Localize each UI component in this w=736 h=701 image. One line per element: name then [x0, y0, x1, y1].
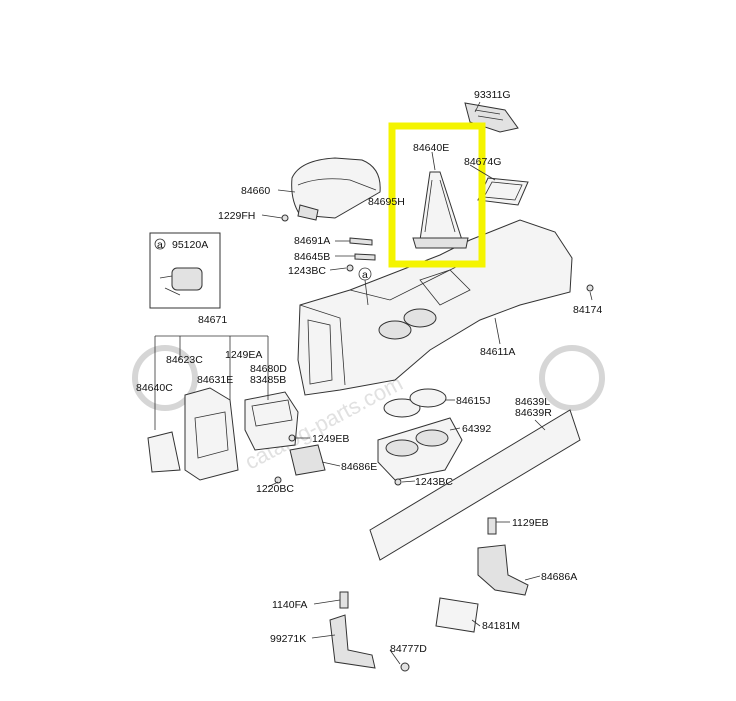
label-1249ea: 1249EA	[225, 349, 262, 361]
callout-95120a: a 95120A	[149, 232, 221, 309]
label-1140fa: 1140FA	[272, 599, 307, 611]
callout-a-symbol: a	[157, 239, 163, 251]
part-84615j-pads[interactable]	[383, 388, 447, 418]
part-84639-strip[interactable]	[369, 409, 581, 561]
part-84686a-bracket[interactable]	[477, 517, 529, 596]
highlight-box	[388, 122, 486, 268]
part-99271k-bracket[interactable]	[329, 591, 376, 669]
label-84174: 84174	[573, 304, 602, 316]
label-1249eb: 1249EB	[312, 433, 349, 445]
label-84640e: 84640E	[413, 142, 449, 154]
bolt-1243bc-top	[346, 264, 354, 272]
label-84680d: 84680D	[250, 363, 287, 375]
label-83485b: 83485B	[250, 374, 286, 386]
bolt-1229fh	[281, 214, 289, 222]
part-64392-cupholder[interactable]	[377, 417, 463, 481]
label-84777d: 84777D	[390, 643, 427, 655]
label-84660: 84660	[241, 185, 270, 197]
label-1243bc-top: 1243BC	[288, 265, 326, 277]
label-84645b: 84645B	[294, 251, 330, 263]
svg-text:a: a	[362, 269, 368, 281]
label-93311g: 93311G	[474, 89, 511, 101]
label-1243bc-bottom: 1243BC	[415, 476, 453, 488]
label-84674g: 84674G	[464, 156, 501, 168]
bolt-84777d	[400, 662, 410, 672]
label-99271k: 99271K	[270, 633, 306, 645]
label-84639l: 84639L	[515, 396, 550, 408]
label-64392: 64392	[462, 423, 491, 435]
part-84631e-panel[interactable]	[184, 387, 239, 481]
part-84640c-cover[interactable]	[147, 431, 181, 473]
bolt-1243bc-bottom	[394, 478, 402, 486]
label-1129eb: 1129EB	[512, 517, 549, 529]
part-labels: 93311G 84640E 84674G 84660 84695H 1229FH…	[136, 89, 602, 655]
label-84615j: 84615J	[456, 395, 490, 407]
label-84631e: 84631E	[197, 374, 233, 386]
part-84181m-pad[interactable]	[435, 597, 479, 633]
label-84686a: 84686A	[541, 571, 577, 583]
label-84691a: 84691A	[294, 235, 330, 247]
part-84640e-boot[interactable]	[412, 171, 469, 249]
bolt-1220bc	[274, 476, 282, 484]
part-84660[interactable]	[291, 157, 381, 221]
label-84640c: 84640C	[136, 382, 173, 394]
leader-lines	[154, 101, 593, 665]
label-1229fh: 1229FH	[218, 210, 255, 222]
part-84686e-bracket[interactable]	[289, 444, 326, 476]
bolt-84174	[586, 284, 594, 292]
label-95120a: 95120A	[172, 239, 208, 251]
label-84695h: 84695H	[368, 196, 405, 208]
part-84645b[interactable]	[354, 253, 376, 261]
label-1220bc: 1220BC	[256, 483, 294, 495]
label-84686e: 84686E	[341, 461, 377, 473]
label-84671: 84671	[198, 314, 227, 326]
label-84639r: 84639R	[515, 407, 552, 419]
part-84680d-bracket[interactable]	[244, 391, 299, 451]
callout-a-marker: a	[358, 267, 372, 306]
part-84611a-console[interactable]	[297, 219, 573, 396]
part-84691a[interactable]	[349, 237, 373, 246]
label-84623c: 84623C	[166, 354, 203, 366]
label-84611a: 84611A	[480, 346, 515, 358]
label-84181m: 84181M	[482, 620, 520, 632]
